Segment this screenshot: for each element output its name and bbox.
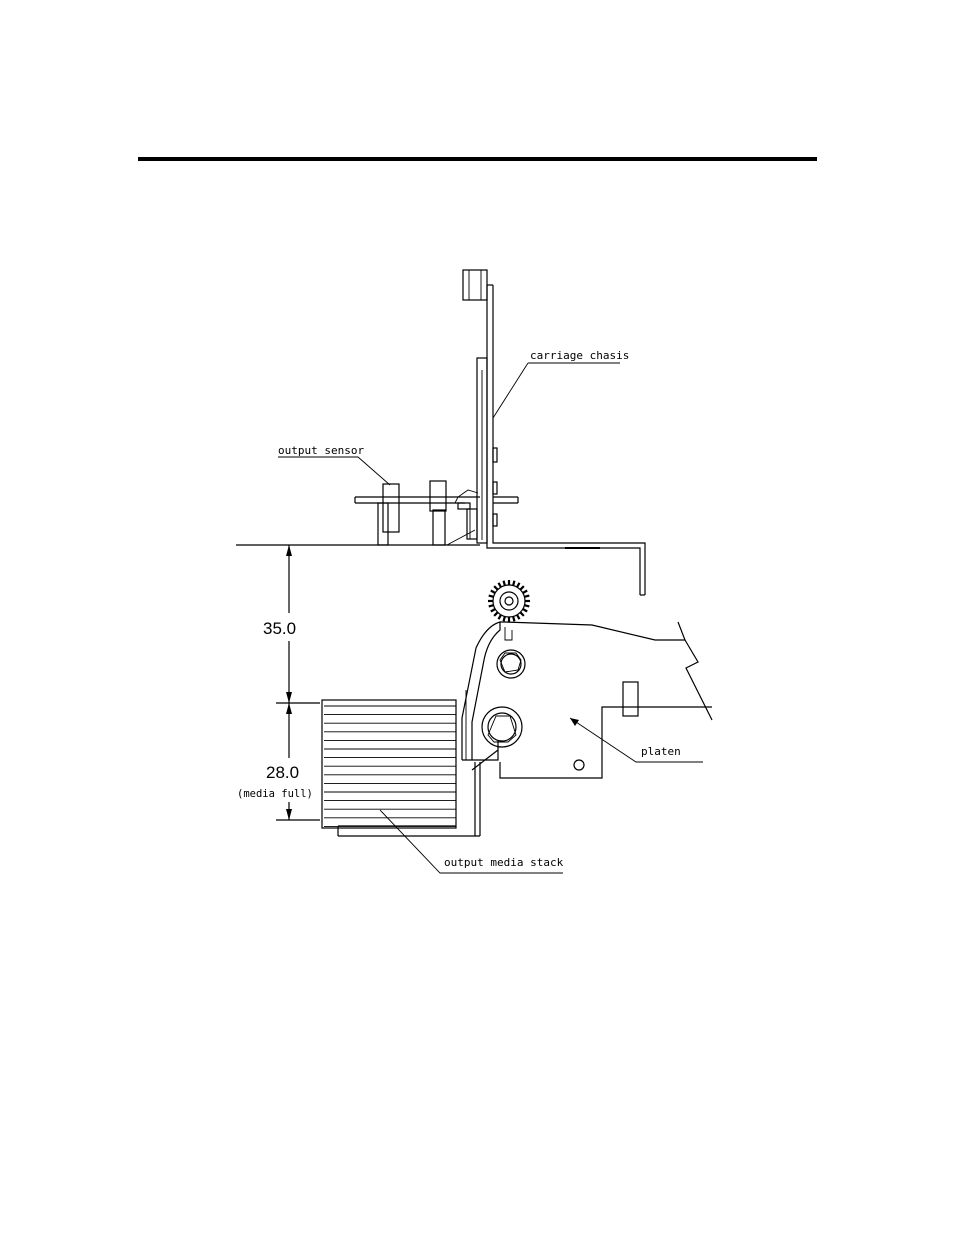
dimension-28-note: (media full): [237, 788, 313, 800]
lower-roller: [481, 706, 523, 748]
output-sensor-label: output sensor: [278, 444, 364, 457]
platen: [499, 621, 713, 779]
drive-gear: [488, 580, 530, 622]
platen-label: platen: [641, 745, 681, 758]
stack-tray: [337, 762, 481, 837]
dimension-28: 28.0: [266, 763, 299, 782]
output-media-stack-label: output media stack: [444, 856, 564, 869]
carriage-chassis: [462, 269, 646, 596]
output-media-stack: [321, 699, 457, 829]
paper-guide: [461, 621, 501, 771]
header-rule: [138, 157, 817, 161]
output-sensor: [354, 480, 480, 546]
leader-lines: [278, 362, 703, 874]
upper-roller: [496, 649, 526, 679]
dimension-35: 35.0: [263, 619, 296, 638]
carriage-chassis-label: carriage chasis: [530, 349, 629, 362]
dimension-lines: [236, 544, 378, 821]
